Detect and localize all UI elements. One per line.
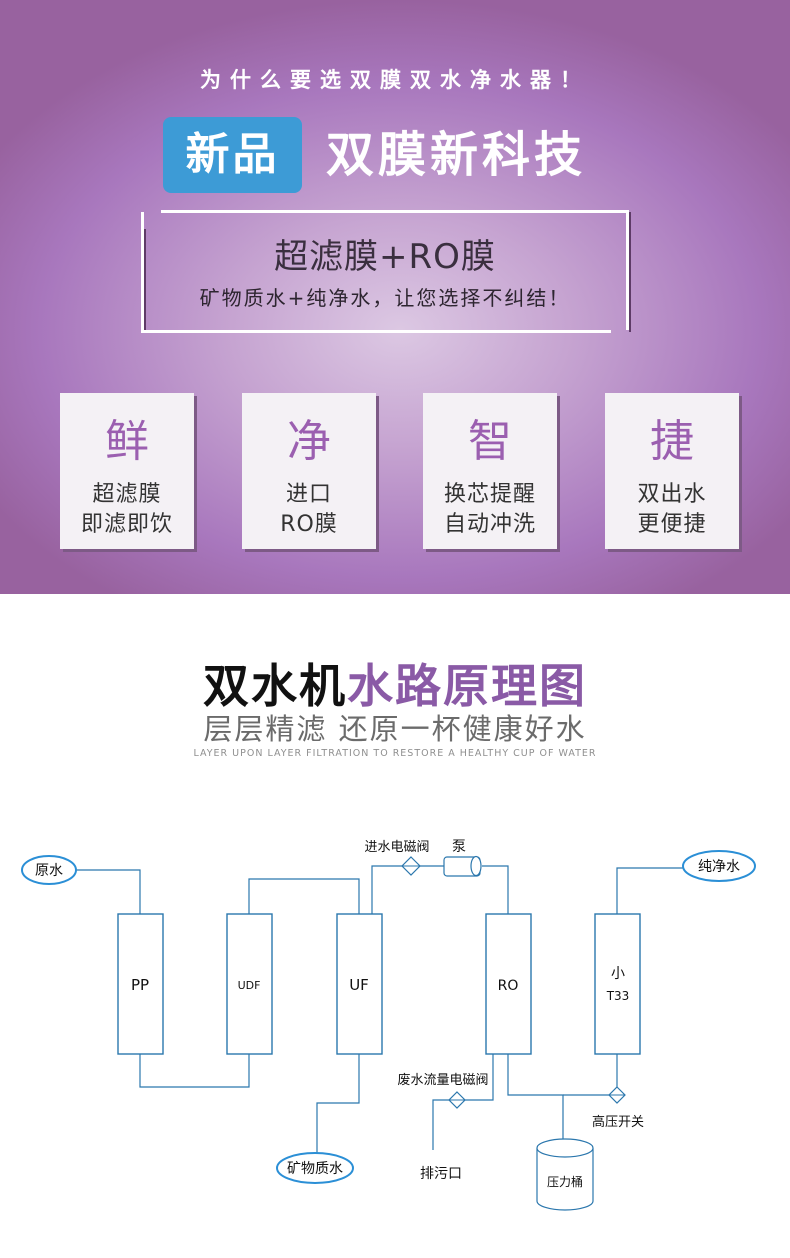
- uf-filter: [336, 913, 383, 1055]
- frame-right-line: [626, 210, 629, 330]
- high-pressure-switch-label: 高压开关: [592, 1114, 644, 1130]
- waste-valve-label: 废水流量电磁阀: [397, 1072, 488, 1088]
- section-subtitle: 层层精滤 还原一杯健康好水: [203, 712, 587, 746]
- pressure-tank-icon: [536, 1148, 594, 1211]
- feature-line2: 即滤即饮: [80, 512, 173, 537]
- feature-card-fresh: 鲜 超滤膜 即滤即饮: [60, 393, 194, 549]
- t33-label-2: T33: [606, 989, 630, 1003]
- pipe-ro-to-tank: [507, 1054, 564, 1140]
- uf-label: UF: [349, 976, 369, 994]
- pipe-uf-to-inlet-valve: [371, 865, 403, 914]
- pp-label: PP: [131, 976, 149, 994]
- pump-label: 泵: [452, 839, 466, 855]
- feature-card-quick: 捷 双出水 更便捷: [605, 393, 739, 549]
- hero-tagline: 矿物质水+纯净水，让您选择不纠结！: [199, 286, 571, 310]
- hero-title: 为什么要选双膜双水净水器！: [200, 68, 590, 92]
- pump-cap: [470, 855, 482, 877]
- hero-banner: 为什么要选双膜双水净水器！ 新品 双膜新科技 超滤膜+RO膜 矿物质水+纯净水，…: [0, 0, 790, 594]
- pp-filter: [117, 913, 164, 1055]
- ro-filter: [485, 913, 532, 1055]
- pipe-uf-to-mineral: [316, 1054, 360, 1153]
- raw-water-label: 原水: [35, 863, 63, 879]
- hero-subtitle: 超滤膜+RO膜: [274, 237, 496, 277]
- pipe-raw-to-pp: [75, 869, 141, 914]
- frame-top-line: [161, 210, 629, 213]
- feature-char: 鲜: [105, 416, 149, 467]
- pipe-pp-to-udf: [139, 1054, 250, 1088]
- pure-water-label: 纯净水: [698, 859, 740, 875]
- frame-right-shadow: [629, 212, 631, 332]
- feature-line2: 更便捷: [637, 512, 707, 537]
- section-title-dark: 双水机: [203, 659, 347, 713]
- ro-label: RO: [498, 978, 519, 994]
- udf-filter: [226, 913, 273, 1055]
- frame-bottom-line: [141, 330, 611, 333]
- pipe-udf-to-uf: [248, 878, 360, 914]
- pure-water-node: [682, 850, 756, 882]
- raw-water-node: [21, 855, 77, 885]
- pipe-pump-to-ro: [482, 865, 509, 914]
- feature-line2: RO膜: [280, 512, 338, 537]
- pipe-waste-to-drain: [432, 1099, 449, 1150]
- t33-label-1: 小: [611, 966, 625, 982]
- pressure-tank-top: [536, 1138, 594, 1158]
- feature-char: 智: [468, 416, 512, 467]
- pipe-ro-to-waste-valve: [465, 1054, 494, 1101]
- drain-label: 排污口: [420, 1166, 462, 1182]
- udf-label: UDF: [238, 979, 261, 992]
- t33-filter: [594, 913, 641, 1055]
- pipes: [75, 865, 683, 1153]
- section-title: 双水机水路原理图: [0, 650, 790, 716]
- section-english-caption: LAYER UPON LAYER FILTRATION TO RESTORE A…: [193, 748, 597, 759]
- feature-line1: 超滤膜: [92, 482, 162, 507]
- mineral-water-label: 矿物质水: [287, 1161, 343, 1177]
- frame-left-shadow: [144, 229, 146, 332]
- new-badge: 新品: [163, 117, 302, 193]
- water-path-diagram: PP UDF UF RO 小 T33 原水 纯净水 矿物质水 进水电磁阀 泵 废…: [21, 839, 756, 1211]
- feature-char: 净: [287, 416, 331, 467]
- pressure-tank-label: 压力桶: [547, 1174, 583, 1189]
- feature-line1: 进口: [285, 482, 332, 507]
- feature-line2: 自动冲洗: [443, 512, 536, 537]
- feature-card-clean: 净 进口 RO膜: [242, 393, 376, 549]
- section-title-purple: 水路原理图: [347, 659, 587, 713]
- feature-line1: 双出水: [637, 482, 707, 507]
- mineral-water-node: [276, 1152, 354, 1184]
- feature-char: 捷: [650, 416, 694, 467]
- feature-card-smart: 智 换芯提醒 自动冲洗: [423, 393, 557, 549]
- hero-headline: 双膜新科技: [326, 127, 587, 183]
- frame-left-line: [141, 212, 144, 332]
- pipe-t33-to-pure: [616, 867, 683, 914]
- feature-line1: 换芯提醒: [443, 482, 536, 507]
- inlet-valve-label: 进水电磁阀: [364, 840, 429, 855]
